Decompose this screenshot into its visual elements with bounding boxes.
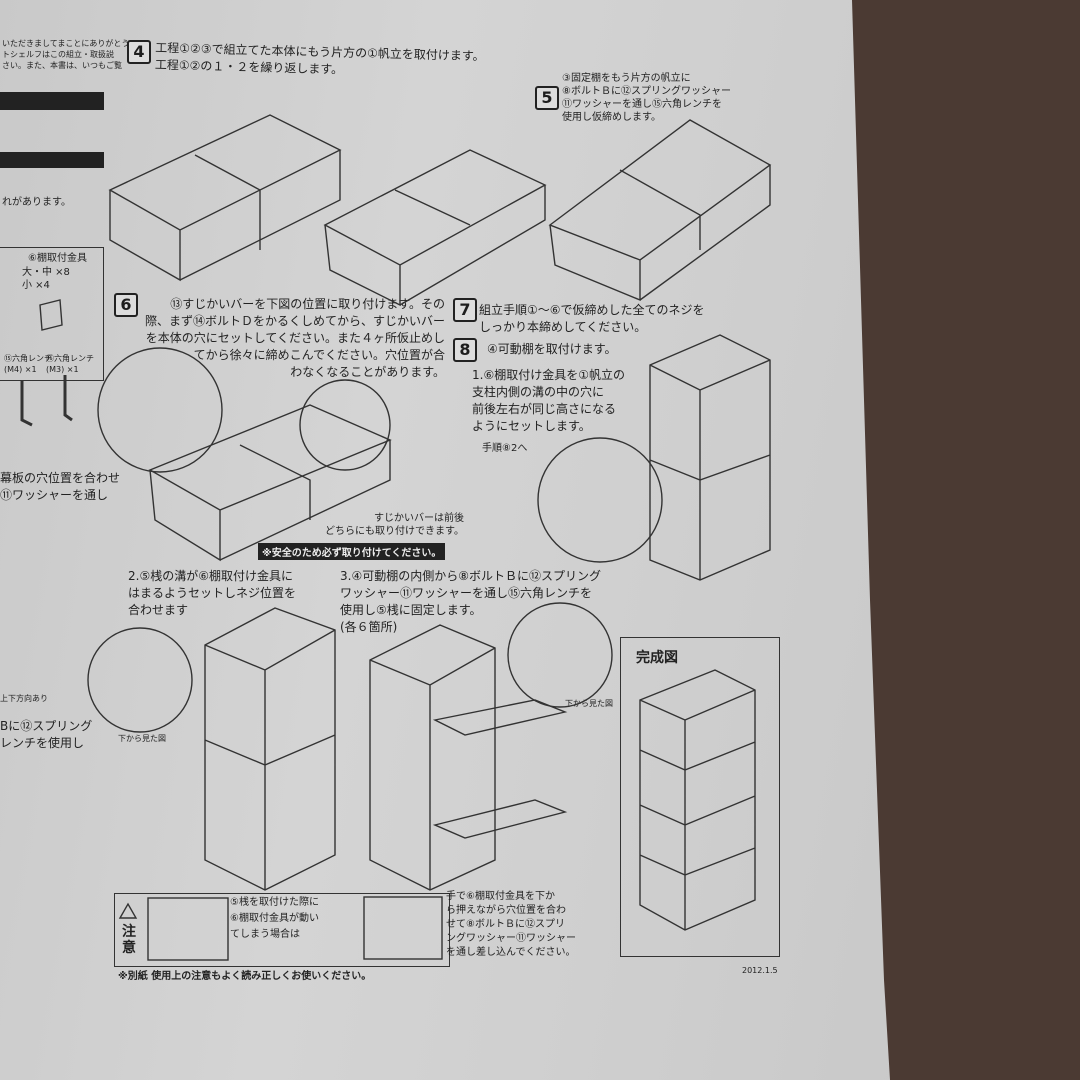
step-6-frame [148,404,392,562]
step-6-warning: ※安全のため必ず取り付けてください。 [258,543,446,560]
hex-wrench-icon [20,375,73,427]
detail-circle [537,437,663,563]
caution-box [114,893,450,967]
wrench-a-label: ⑮六角レンチ (M4) ×1 [4,354,52,374]
step-7-number: 7 [453,298,477,322]
step-4-frame-a [108,114,342,282]
step-5-text: ③固定棚をもう片方の帆立に ⑧ボルトＢに⑫スプリングワッシャー ⑪ワッシャーを通… [562,73,731,123]
caution-text-right: 手で⑥棚取付金具を下か ら押えながら穴位置を合わ せて⑧ボルトＢに⑫スプリ ング… [446,891,576,958]
part6-qty: 大・中 ×8 小 ×4 [22,267,70,291]
footer-note: ※別紙 使用上の注意もよく読み正しくお使いください。 [118,971,372,982]
finished-figure-box [620,637,780,957]
shelf-bracket-icon [39,299,63,331]
step-7-text: 組立手順①〜⑥で仮締めした全てのネジを しっかり本締めしてください。 [479,303,705,334]
step-5-number: 5 [535,86,559,110]
part6-title: ⑥棚取付金具 [28,253,87,264]
warning-tail-text: れがあります。 [2,197,71,208]
step-6-number: 6 [114,293,138,317]
step-4-number: 4 [127,40,151,64]
step-5-frame [548,119,772,302]
step-4-frame-b [323,149,547,307]
step-8-number: 8 [453,338,477,362]
wrench-b-label: ⑯六角レンチ (M3) ×1 [46,354,94,374]
left-text-a: 幕板の穴位置を合わせ ⑪ワッシャーを通し [0,471,121,502]
caution-image-a [147,897,229,961]
detail-circle [507,602,613,708]
shelf-sub2 [204,607,336,891]
view-below-label-2: 下から見た図 [565,699,613,708]
step-8-shelf [649,334,771,581]
left-text-b: Bに⑫スプリング レンチを使用し [0,719,93,750]
step-8-sub2: 2.⑤桟の溝が⑥棚取付け金具に はまるようセットしネジ位置を 合わせます [128,569,297,617]
warning-triangle-icon [118,902,138,919]
step-6-note: すじかいバーは前後 どちらにも取り付けできます。 [325,513,464,537]
finished-title: 完成図 [636,650,678,666]
caution-image-b [363,896,443,960]
finished-shelf [639,669,756,931]
parts-box [0,247,104,381]
header-bar [0,92,104,110]
step-8-sub3: 3.④可動棚の内側から⑧ボルトＢに⑫スプリング ワッシャー⑪ワッシャーを通し⑮六… [340,569,601,634]
footer-date: 2012.1.5 [742,966,778,975]
detail-circle [97,347,223,473]
shelf-sub3 [369,624,568,891]
caution-label: 注意 [122,924,136,956]
step-8-title: ④可動棚を取付けます。 [487,342,617,356]
step-8-sub1: 1.⑥棚取付け金具を①帆立の 支柱内側の溝の中の穴に 前後左右が同じ高さになる … [472,368,625,433]
step-8-ref: 手順⑧2へ [482,443,528,454]
header-bar [0,152,104,168]
intro-text: いただきましてまことにありがとう トシェルフはこの組立・取扱説 さい。また、本書… [2,39,130,70]
direction-note: 上下方向あり [0,694,48,703]
view-below-label: 下から見た図 [118,734,166,743]
detail-circle [87,627,193,733]
detail-circle [299,379,391,471]
caution-text-left: ⑤桟を取付けた際に ⑥棚取付金具が動い てしまう場合は [230,897,319,940]
step-6-text: ⑬すじかいバーを下図の位置に取り付けます。その 際、まず⑭ボルトＤをかるくしめて… [145,297,446,379]
